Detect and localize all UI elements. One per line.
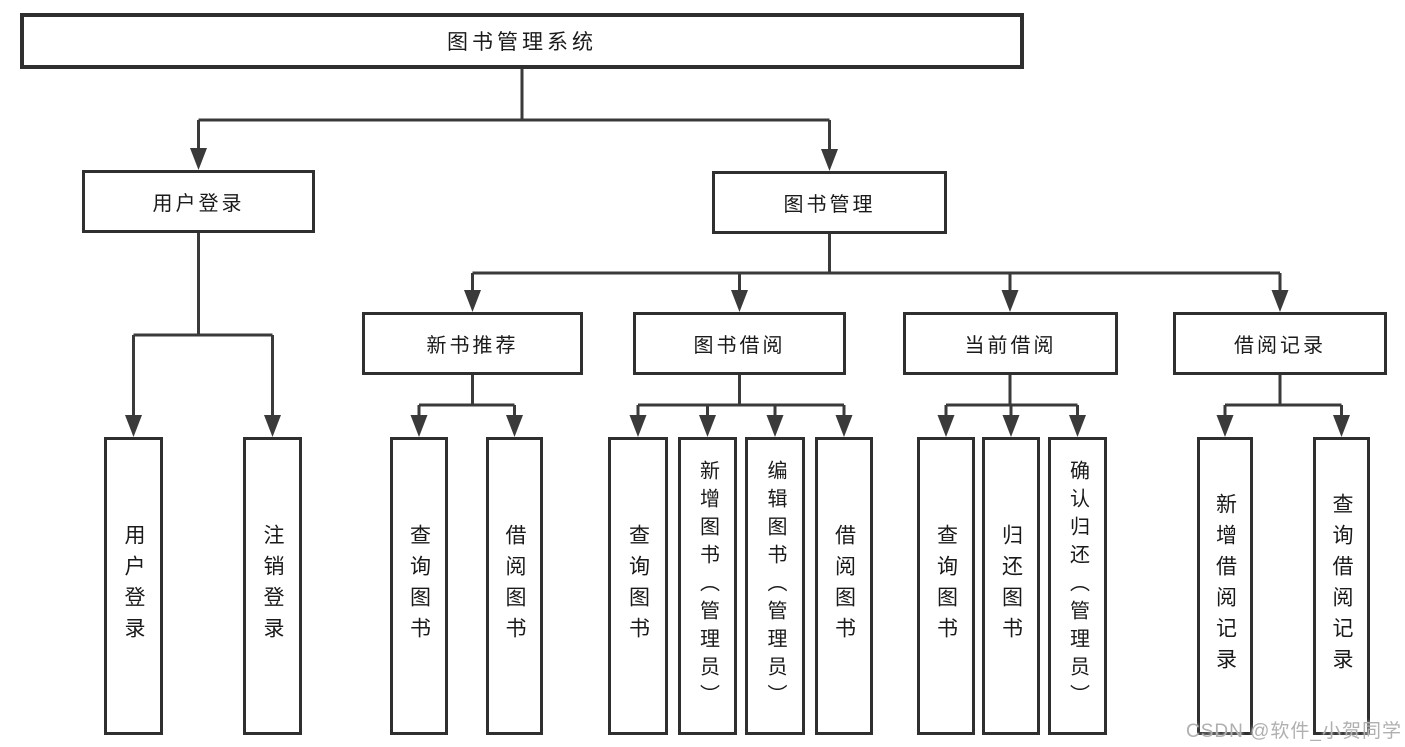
watermark: CSDN @软件_小贺同学 <box>1186 721 1402 742</box>
leaf-label: 用户登录 <box>122 524 145 648</box>
leaf-borrow-add-books-admin: 新增图书（管理员） <box>678 437 737 735</box>
node-label: 图书借阅 <box>693 335 786 357</box>
node-label: 新书推荐 <box>426 335 519 357</box>
connector-bookmgmt-to-level3 <box>471 234 1282 291</box>
leaf-current-return-books: 归还图书 <box>982 437 1040 735</box>
node-user-login: 用户登录 <box>82 170 315 233</box>
leaf-label: 查询图书 <box>626 524 650 648</box>
leaf-borrow-query-books: 查询图书 <box>608 437 668 735</box>
leaf-borrow-borrow-books: 借阅图书 <box>815 437 873 735</box>
arrowheads <box>125 148 1350 437</box>
connector-records-to-leaves <box>1223 375 1343 416</box>
connector-root-to-level2 <box>197 69 831 150</box>
leaf-current-confirm-return-admin: 确认归还（管理员） <box>1048 437 1107 735</box>
node-label: 用户登录 <box>152 193 245 215</box>
node-borrow-records: 借阅记录 <box>1173 312 1387 375</box>
node-label: 图书管理系统 <box>447 31 597 54</box>
leaf-label: 编辑图书（管理员） <box>764 460 786 712</box>
leaf-label: 归还图书 <box>999 524 1023 648</box>
leaf-label: 新增借阅记录 <box>1213 493 1237 679</box>
leaf-records-add-record: 新增借阅记录 <box>1197 437 1253 735</box>
leaf-newbook-borrow-books: 借阅图书 <box>486 437 543 735</box>
leaf-records-query-record: 查询借阅记录 <box>1313 437 1370 735</box>
node-label: 图书管理 <box>783 194 876 216</box>
leaf-label: 借阅图书 <box>503 524 526 648</box>
leaf-label: 新增图书（管理员） <box>696 460 719 712</box>
node-label: 当前借阅 <box>964 335 1057 357</box>
node-current-borrow: 当前借阅 <box>903 312 1118 375</box>
leaf-label: 查询图书 <box>934 524 958 648</box>
leaf-label: 注销登录 <box>261 524 284 648</box>
leaf-current-query-books: 查询图书 <box>917 437 975 735</box>
node-book-management: 图书管理 <box>712 171 947 234</box>
connector-borrow-to-leaves <box>636 375 846 416</box>
connector-newbook-to-leaves <box>417 375 516 416</box>
leaf-user-login: 用户登录 <box>104 437 163 735</box>
node-root-system: 图书管理系统 <box>20 13 1024 69</box>
leaf-label: 借阅图书 <box>832 524 856 648</box>
node-label: 借阅记录 <box>1234 335 1326 357</box>
leaf-borrow-edit-books-admin: 编辑图书（管理员） <box>745 437 805 735</box>
node-new-book-recommend: 新书推荐 <box>362 312 583 375</box>
leaf-label: 查询图书 <box>407 524 431 648</box>
connector-current-to-leaves <box>944 375 1079 416</box>
leaf-label: 确认归还（管理员） <box>1066 460 1089 712</box>
leaf-logout: 注销登录 <box>243 437 302 735</box>
leaf-newbook-query-books: 查询图书 <box>390 437 448 735</box>
connector-userlogin-to-leaves <box>132 233 274 416</box>
leaf-label: 查询借阅记录 <box>1330 493 1353 679</box>
node-book-borrow: 图书借阅 <box>633 312 846 375</box>
